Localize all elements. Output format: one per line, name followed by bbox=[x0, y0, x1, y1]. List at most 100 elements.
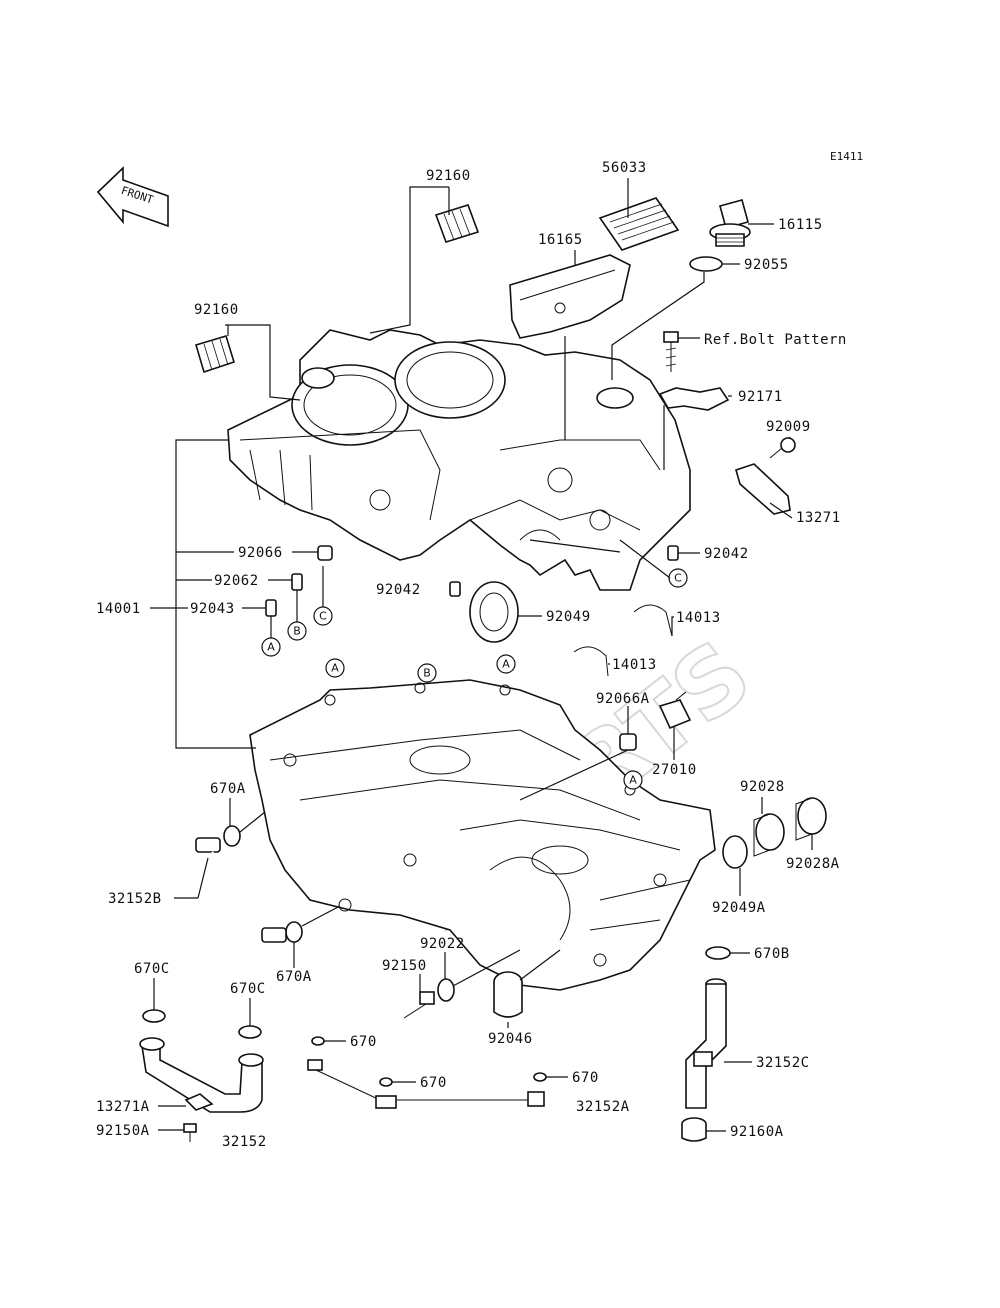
label-670-b: 670 bbox=[420, 1075, 447, 1091]
part-56033-label-plate bbox=[598, 197, 680, 251]
label-92028: 92028 bbox=[740, 779, 785, 795]
front-arrow-icon: FRONT bbox=[96, 166, 169, 228]
ref-circle-b-2: B bbox=[417, 663, 437, 683]
svg-text:A: A bbox=[331, 662, 339, 675]
label-56033: 56033 bbox=[602, 160, 647, 176]
label-92171: 92171 bbox=[738, 389, 783, 405]
label-92042-right: 92042 bbox=[704, 546, 749, 562]
ref-circle-c-2: C bbox=[668, 568, 688, 588]
part-14013-ring-a bbox=[633, 604, 673, 637]
label-13271: 13271 bbox=[796, 510, 841, 526]
part-92028A-bushing bbox=[795, 797, 827, 841]
label-13271A: 13271A bbox=[96, 1099, 150, 1115]
part-92150-bolt bbox=[403, 991, 435, 1019]
label-670-c: 670 bbox=[572, 1070, 599, 1086]
label-670B: 670B bbox=[754, 946, 790, 962]
part-92150A-bolt bbox=[183, 1123, 197, 1142]
label-92022: 92022 bbox=[420, 936, 465, 952]
label-92150A: 92150A bbox=[96, 1123, 150, 1139]
label-670A-bot: 670A bbox=[276, 969, 312, 985]
label-32152B: 32152B bbox=[108, 891, 162, 907]
diagram-code: E1411 bbox=[830, 150, 863, 163]
label-16115: 16115 bbox=[778, 217, 823, 233]
label-92028A: 92028A bbox=[786, 856, 840, 872]
ref-circle-a-1: A bbox=[261, 637, 281, 657]
label-670C-b: 670C bbox=[230, 981, 266, 997]
part-92022-washer bbox=[437, 978, 455, 1002]
label-92160-left: 92160 bbox=[194, 302, 239, 318]
part-14013-ring-b bbox=[573, 646, 609, 677]
label-92043: 92043 bbox=[190, 601, 235, 617]
part-16115-oil-filler-cap bbox=[709, 199, 751, 247]
label-32152: 32152 bbox=[222, 1134, 267, 1150]
ref-bolt-icon bbox=[663, 331, 679, 372]
part-670C-o-ring-a bbox=[142, 1009, 166, 1023]
part-92049-oil-seal bbox=[469, 581, 519, 643]
label-670-a: 670 bbox=[350, 1034, 377, 1050]
label-92049: 92049 bbox=[546, 609, 591, 625]
part-670C-o-ring-b bbox=[238, 1025, 262, 1039]
label-32152C: 32152C bbox=[756, 1055, 810, 1071]
ref-circle-b-1: B bbox=[287, 621, 307, 641]
label-32152A: 32152A bbox=[576, 1099, 630, 1115]
ref-circle-a-4: A bbox=[623, 770, 643, 790]
part-13271-plate bbox=[735, 463, 791, 515]
label-27010: 27010 bbox=[652, 762, 697, 778]
svg-text:C: C bbox=[319, 610, 327, 623]
part-92160-left bbox=[195, 335, 235, 374]
svg-text:B: B bbox=[423, 667, 431, 680]
svg-text:B: B bbox=[293, 625, 301, 638]
part-16165-cover bbox=[509, 254, 631, 339]
part-670A-o-ring-bot bbox=[285, 921, 303, 943]
part-92171-clamp bbox=[658, 387, 730, 411]
svg-text:C: C bbox=[674, 572, 682, 585]
label-670A-top: 670A bbox=[210, 781, 246, 797]
part-670-o-ring-a bbox=[311, 1036, 325, 1046]
ref-circle-a-2: A bbox=[325, 658, 345, 678]
label-92049A: 92049A bbox=[712, 900, 766, 916]
label-92009: 92009 bbox=[766, 419, 811, 435]
part-92042-dowel-mid bbox=[449, 581, 461, 597]
part-92160-top bbox=[434, 204, 480, 243]
part-92160A-collar bbox=[681, 1117, 707, 1142]
svg-text:A: A bbox=[502, 658, 510, 671]
label-14013-a: 14013 bbox=[676, 610, 721, 626]
svg-text:A: A bbox=[629, 774, 637, 787]
label-92066: 92066 bbox=[238, 545, 283, 561]
label-92055: 92055 bbox=[744, 257, 789, 273]
part-92055-o-ring bbox=[689, 256, 723, 272]
part-32152B-oil-pipe bbox=[195, 837, 287, 943]
label-92160A: 92160A bbox=[730, 1124, 784, 1140]
part-670-o-ring-b bbox=[379, 1077, 393, 1087]
part-670B-o-ring bbox=[705, 946, 731, 960]
part-13271A-plate bbox=[184, 1093, 214, 1111]
upper-crankcase bbox=[227, 329, 691, 591]
part-92043-dowel bbox=[265, 599, 277, 617]
label-14001: 14001 bbox=[96, 601, 141, 617]
svg-text:A: A bbox=[267, 641, 275, 654]
ref-circle-a-3: A bbox=[496, 654, 516, 674]
label-92046: 92046 bbox=[488, 1031, 533, 1047]
lower-crankcase bbox=[249, 679, 716, 991]
part-92066-dowel bbox=[317, 545, 333, 561]
label-14013-b: 14013 bbox=[612, 657, 657, 673]
part-92009-screw bbox=[769, 437, 796, 459]
label-92062: 92062 bbox=[214, 573, 259, 589]
part-27010-switch bbox=[658, 691, 692, 730]
part-92066A-plug bbox=[619, 733, 637, 751]
part-92028-bushing bbox=[753, 813, 785, 857]
part-32152-oil-pipe bbox=[139, 1037, 264, 1113]
label-92150: 92150 bbox=[382, 958, 427, 974]
part-32152C-oil-pipe bbox=[685, 978, 727, 1109]
label-670C-a: 670C bbox=[134, 961, 170, 977]
part-670A-o-ring-top bbox=[223, 825, 241, 847]
label-ref-bolt-pattern: Ref.Bolt Pattern bbox=[704, 332, 847, 348]
part-92046-bushing bbox=[493, 971, 523, 1018]
label-92042-mid: 92042 bbox=[376, 582, 421, 598]
label-92066A: 92066A bbox=[596, 691, 650, 707]
leader-lines bbox=[150, 178, 813, 1132]
part-670-o-ring-c bbox=[533, 1072, 547, 1082]
part-92049A-seal bbox=[722, 835, 748, 869]
label-16165: 16165 bbox=[538, 232, 583, 248]
